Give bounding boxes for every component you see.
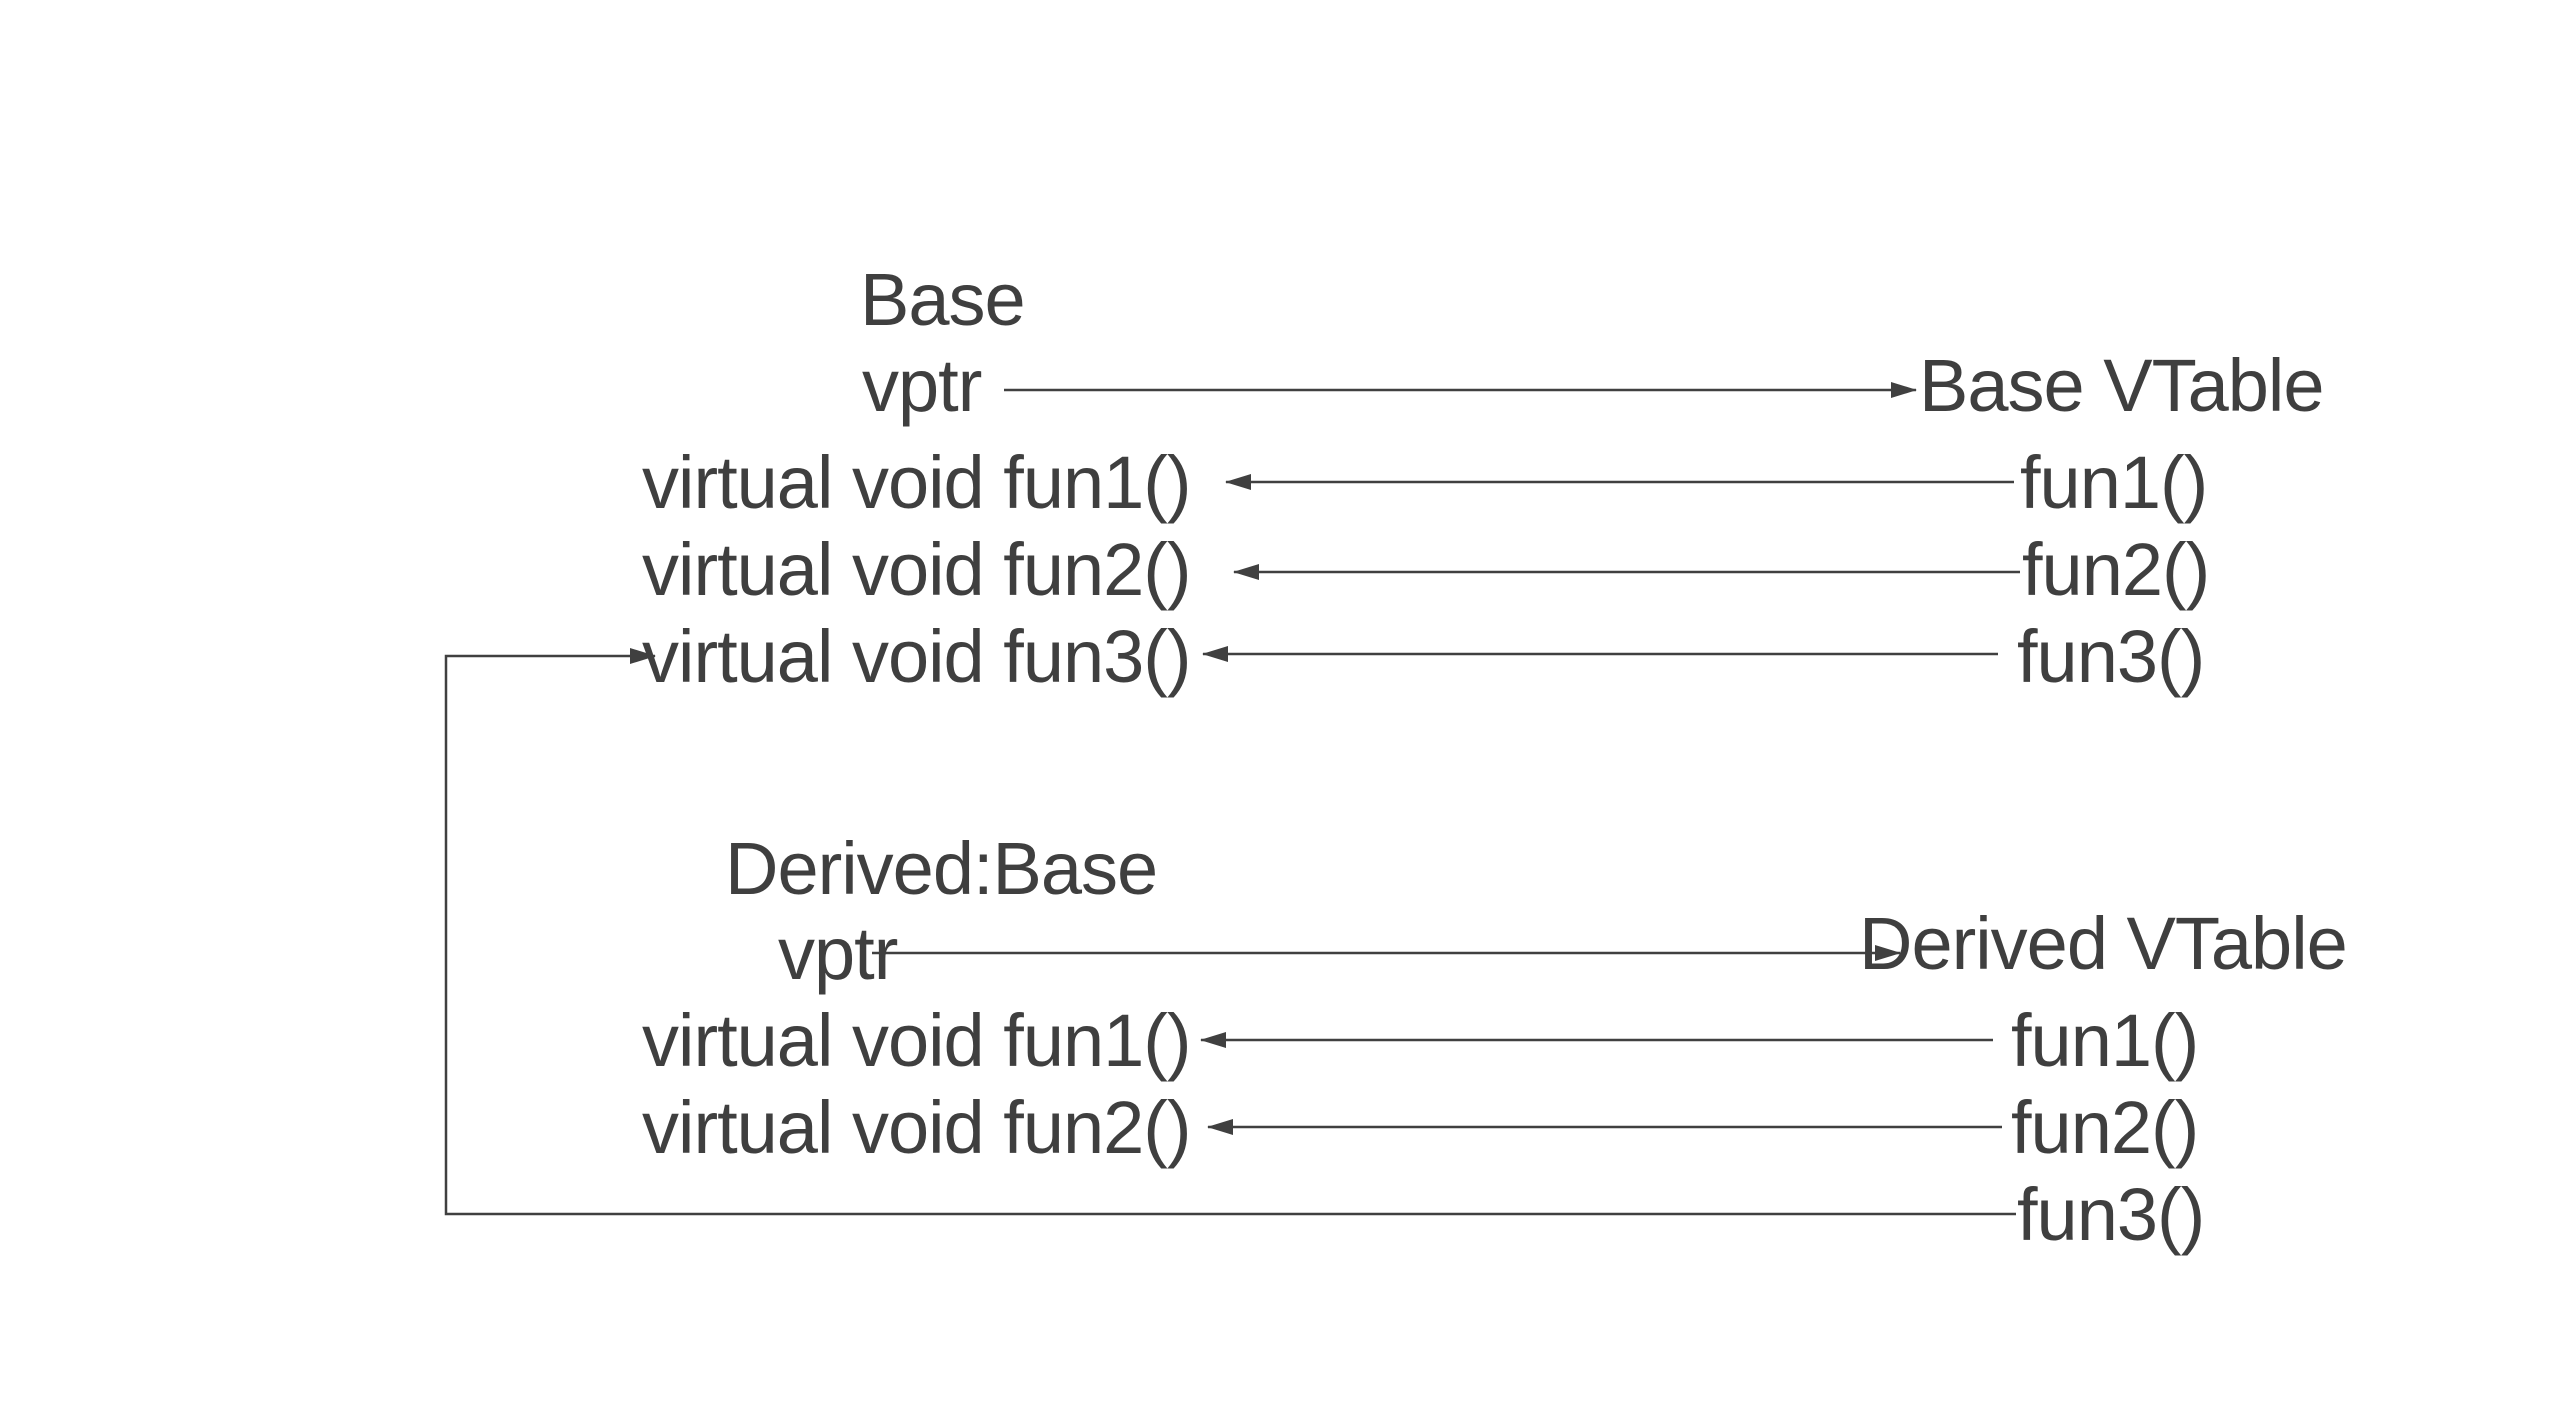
derived-class-title: Derived:Base (725, 827, 1158, 910)
derived-class-method-fun1: virtual void fun1() (642, 999, 1192, 1082)
base-class-method-fun1: virtual void fun1() (642, 441, 1192, 524)
derived-vtable-entry-fun1: fun1() (2011, 999, 2199, 1082)
derived-class-method-fun2: virtual void fun2() (642, 1086, 1192, 1169)
base-class-method-fun3: virtual void fun3() (642, 615, 1192, 698)
arrow-derived-vtable-fun3-to-base-fun3 (444, 648, 2016, 1216)
derived-vtable-entry-fun3: fun3() (2017, 1173, 2205, 1256)
base-vtable-entry-fun1: fun1() (2020, 441, 2208, 524)
derived-vtable-entry-fun2: fun2() (2011, 1086, 2199, 1169)
base-class-title: Base (860, 258, 1026, 341)
base-vtable-entry-fun2: fun2() (2022, 528, 2210, 611)
base-vtable-title: Base VTable (1919, 344, 2324, 427)
derived-class-vptr: vptr (778, 912, 898, 995)
base-vtable-entry-fun3: fun3() (2017, 615, 2205, 698)
base-class-vptr: vptr (862, 344, 982, 427)
derived-vtable-title: Derived VTable (1859, 902, 2348, 985)
base-class-method-fun2: virtual void fun2() (642, 528, 1192, 611)
